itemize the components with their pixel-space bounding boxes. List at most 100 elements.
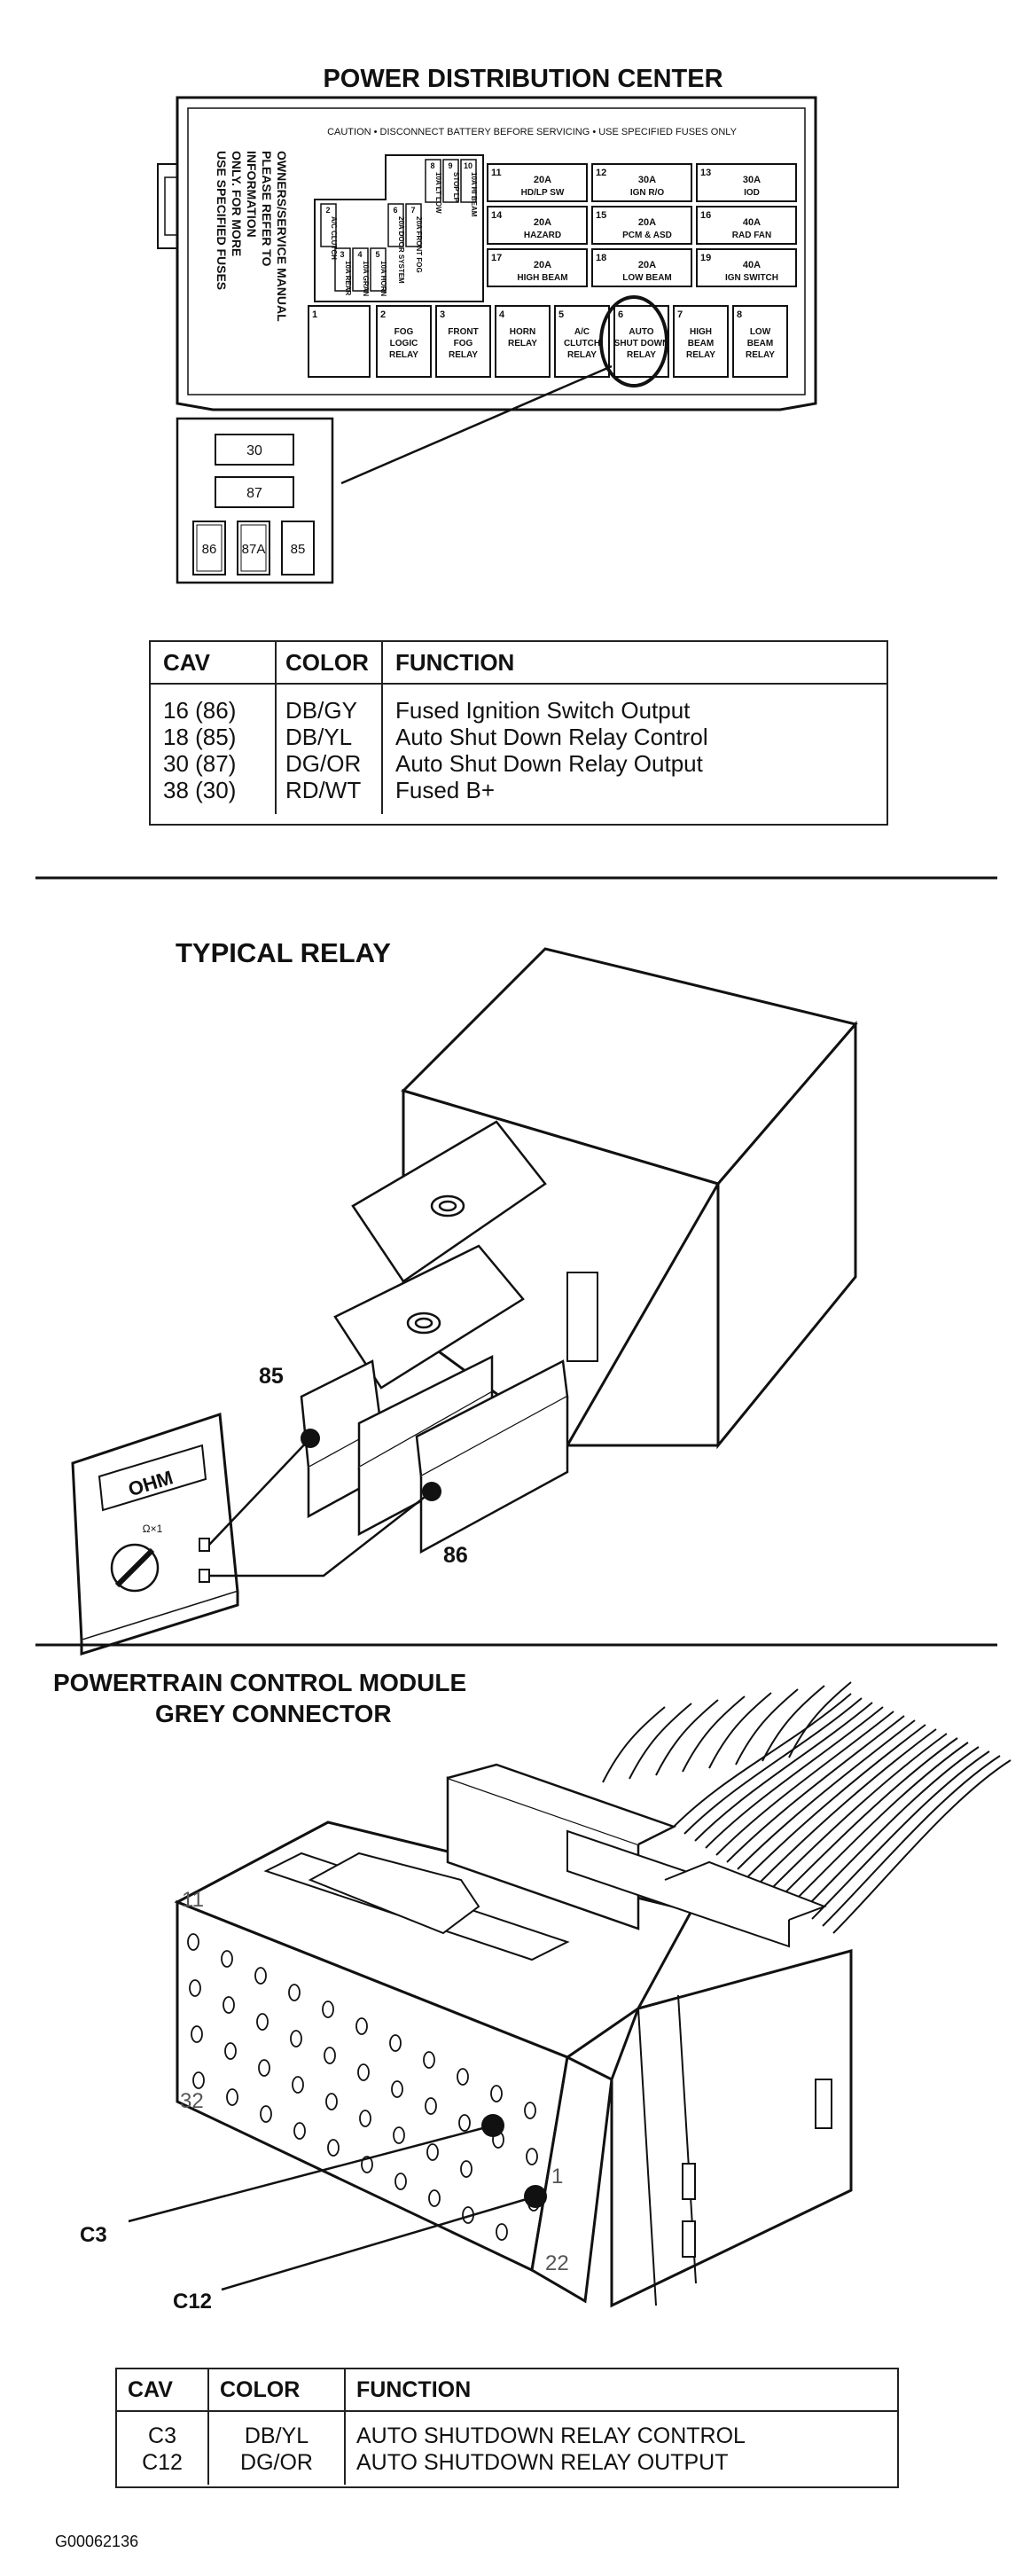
pdc-caution: CAUTION • DISCONNECT BATTERY BEFORE SERV… [327,127,738,137]
wire [629,1703,692,1780]
cavity-hole [425,2097,437,2115]
wire [762,1685,825,1762]
cavity-hole [322,2001,334,2018]
cell-cav: 16 (86) [163,697,237,724]
cavity-hole [187,1933,199,1951]
cavity-hole [256,2013,269,2031]
relay-number: 7 [677,309,683,320]
cavity-hole [526,2148,538,2165]
cavity-hole [394,2173,407,2190]
small-fuse-number: 4 [357,250,362,259]
terminal-86: 86 [202,542,217,557]
table-header-row: CAV COLOR FUNCTION [151,642,887,685]
relay-number: 4 [499,309,505,320]
header-cav: CAV [151,642,276,685]
cavity-hole [460,2160,473,2178]
header-function: FUNCTION [381,642,887,685]
cavity-hole [457,2068,469,2086]
cavity-hole [393,2126,405,2144]
wire [715,1711,894,1856]
cavity-hole [292,2076,304,2094]
fuse-number: 16 [700,210,711,221]
cavity-hole [426,2143,439,2161]
fuse-number: 13 [700,168,711,178]
cavity-hole [290,2030,302,2047]
relay-number: 2 [380,309,386,320]
wire [747,1724,926,1877]
cell-function: Fused B+ [381,777,887,814]
fuse-amp: 30A [638,175,656,185]
wire [673,1693,852,1828]
small-fuse-label: A/C CLUTCH [330,216,338,260]
cavity-hole [496,2223,508,2241]
terminal-87: 87 [246,486,262,501]
meter-leads [208,1437,433,1578]
cavity-hole [254,1967,267,1985]
cavity-hole [361,2156,373,2173]
fuse-amp: 30A [743,175,761,185]
fuse-number: 11 [491,168,502,178]
small-fuse-number: 10 [464,161,473,170]
cavity-hole [359,2110,371,2127]
cavity-hole [325,2093,338,2110]
small-fuse-number: 9 [448,161,452,170]
fuse-amp: 20A [638,260,656,270]
wire [811,1750,990,1920]
small-fuse-number: 6 [393,206,397,215]
terminal-30: 30 [246,443,262,458]
side-note-line: INFORMATION [245,151,259,238]
fuse-label: IGN R/O [630,188,665,198]
cell-function: Auto Shut Down Relay Output [381,750,887,777]
cell-color: DG/OR [207,2449,345,2485]
fuse-label: PCM & ASD [622,231,672,240]
pdc-title: POWER DISTRIBUTION CENTER [323,65,722,93]
cell-cav: C3 [148,2423,176,2448]
small-fuse-number: 2 [325,206,330,215]
cavity-hole [189,1979,201,1997]
pcm-cavities [187,1933,540,2241]
c12-leader [221,2195,536,2291]
wire [683,1697,863,1835]
c3-leader [128,2124,494,2223]
side-note-line: USE SPECIFIED FUSES [215,151,229,290]
fuse-number: 12 [596,168,606,178]
cavity-hole [293,2122,306,2140]
small-fuse-number: 8 [430,161,434,170]
wire [705,1706,884,1849]
wire [735,1688,799,1766]
small-fuse-label: 20A DOOR SYSTEM [397,216,405,284]
wire [726,1715,905,1863]
wire [832,1759,1011,1934]
cav-1-label: 1 [551,2165,563,2188]
cavity-hole [224,2042,237,2060]
cavity-hole [258,2059,270,2077]
fuse-number: 18 [596,253,606,263]
cell-color: DB/GY [275,684,382,724]
wire [758,1728,937,1884]
meter-range: Ω×1 [143,1523,163,1535]
small-fuse-label: 20A FRONT FOG [415,216,423,273]
cell-color: RD/WT [275,777,382,814]
wire [602,1706,666,1783]
small-fuse-number: 3 [340,250,344,259]
small-fuse-block [314,154,484,302]
fuse-amp: 20A [638,217,656,228]
small-fuse-label: STOP LP [452,172,460,203]
cavity-hole [324,2047,336,2064]
fuse-amp: 20A [534,217,551,228]
